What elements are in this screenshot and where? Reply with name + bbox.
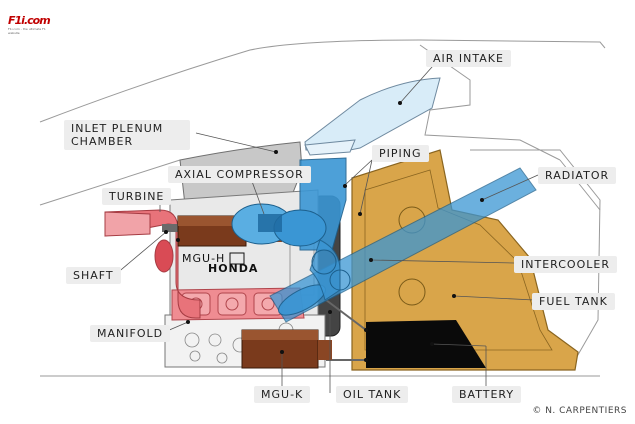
label-piping: PIPING <box>372 145 429 162</box>
label-mgu-k: MGU-K <box>254 386 311 403</box>
label-radiator: RADIATOR <box>538 167 617 184</box>
label-inlet-plenum-chamber: INLET PLENUM CHAMBER <box>64 120 190 150</box>
battery-shape <box>366 320 486 368</box>
label-shaft: SHAFT <box>66 267 121 284</box>
turbine-shape <box>104 209 201 319</box>
label-turbine: TURBINE <box>102 188 172 205</box>
axial-compressor-shape <box>231 157 347 251</box>
label-fuel-tank: FUEL TANK <box>532 293 615 310</box>
fuel-tank-port-bottom <box>398 278 426 306</box>
f1i-logo: F1i.com F1i.com - the ultimate F1 websit… <box>8 8 52 35</box>
air-intake-shape <box>304 77 441 151</box>
mgu-k-shape <box>241 329 332 369</box>
label-intercooler: INTERCOOLER <box>514 256 617 273</box>
honda-logo: HONDA <box>208 262 258 275</box>
logo-suffix: i.com <box>21 14 50 27</box>
label-air-intake: AIR INTAKE <box>426 50 511 67</box>
label-oil-tank: OIL TANK <box>336 386 409 403</box>
marker-dots <box>164 101 484 362</box>
intercooler-piping <box>269 167 537 323</box>
honda-h-icon <box>229 252 245 265</box>
mgu-h-inline-label: MGU-H <box>182 252 225 265</box>
label-axial-compressor: AXIAL COMPRESSOR <box>168 166 311 183</box>
label-battery: BATTERY <box>452 386 522 403</box>
label-manifold: MANIFOLD <box>90 325 171 342</box>
logo-tagline: F1i.com - the ultimate F1 website <box>8 27 46 35</box>
credit-text: © N. CARPENTIERS <box>532 406 627 416</box>
logo-mark: F1 <box>8 14 22 27</box>
